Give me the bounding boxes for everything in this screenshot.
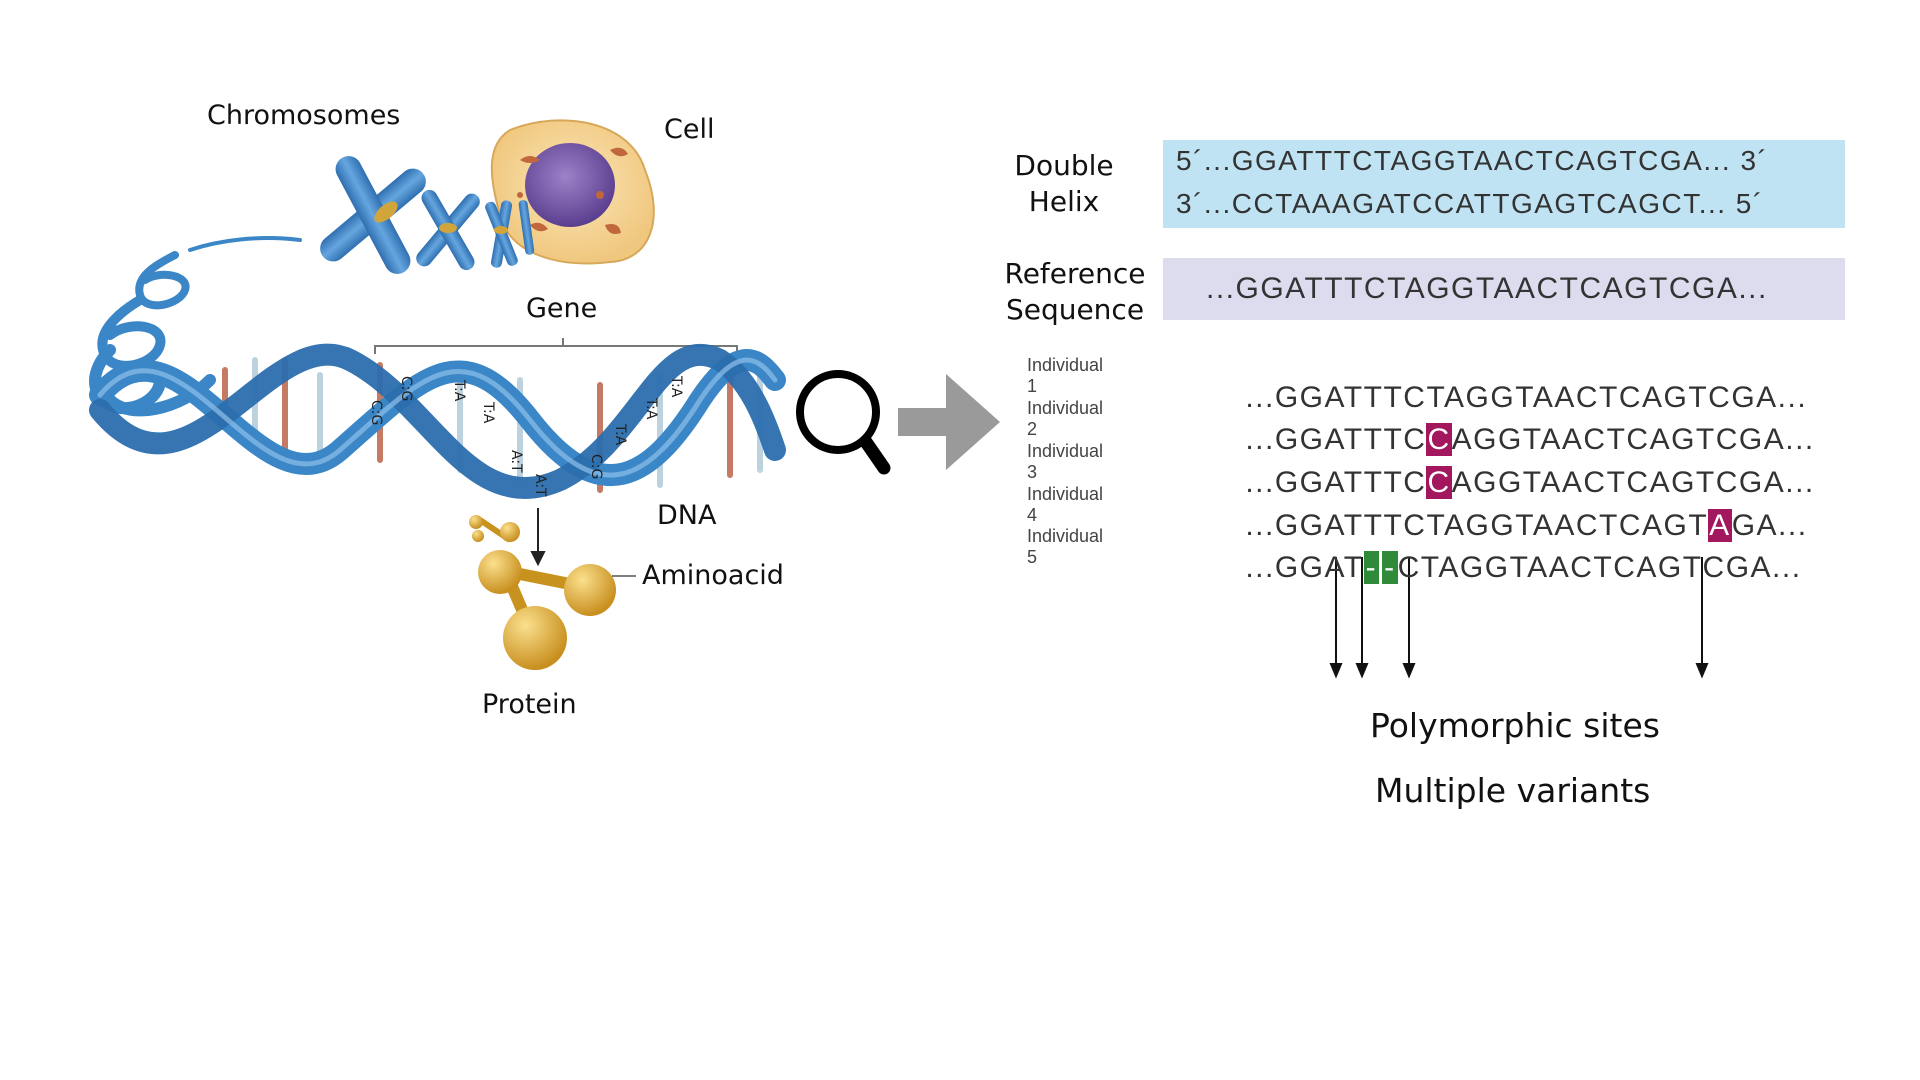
aminoacid-label: Aminoacid <box>642 560 784 591</box>
sequence-segment: ...GGATTTC <box>1245 423 1427 456</box>
sequence-segment: AGGTAACTCAGTCGA... <box>1451 423 1815 456</box>
sequence-segment: ...GGAT <box>1245 551 1364 584</box>
sequence-segment: AGGTAACTCAGTCGA... <box>1451 466 1815 499</box>
reference-sequence: ...GGATTTCTAGGTAACTCAGTCGA... <box>1206 272 1768 305</box>
gene-bracket <box>374 338 738 354</box>
site-arrowhead <box>1329 663 1343 679</box>
site-arrowhead <box>1355 663 1369 679</box>
individual-label: Individual 5 <box>1027 526 1104 567</box>
reference-label-line1: Reference <box>1004 257 1146 290</box>
protein-label: Protein <box>482 689 577 720</box>
sequence-segment: ...GGATTTCTAGGTAACTCAGTCGA... <box>1245 381 1808 414</box>
base-pair-label: A:T <box>532 474 548 497</box>
sequence-segment: CTAGGTAACTCAGTCGA... <box>1397 551 1802 584</box>
site-arrowhead <box>1402 663 1416 679</box>
sequence-segment: ...GGATTTCTAGGTAACTCAGT <box>1245 509 1709 542</box>
individual-label: Individual 2 <box>1027 398 1104 439</box>
individual-label: Individual 1 <box>1027 355 1104 396</box>
dna-label: DNA <box>657 500 717 531</box>
snp-highlight: A <box>1708 509 1732 542</box>
base-pair-label: A:T <box>508 450 524 473</box>
dna-double-helix: C:G C:G T:A T:A A:T A:T C:G T:A T:A T:A <box>89 343 786 499</box>
individual-sequence: ...GGATTTCTAGGTAACTCAGTAGA... <box>1206 475 1808 577</box>
snp-highlight: C <box>1426 423 1452 456</box>
double-helix-label: Double Helix <box>1010 148 1118 220</box>
double-helix-label-line2: Helix <box>1028 185 1100 218</box>
strand-top-sequence: 5´...GGATTTCTAGGTAACTCAGTCGA... 3´ <box>1176 145 1769 176</box>
magnifier-icon <box>796 370 891 475</box>
cell-illustration <box>490 119 655 265</box>
double-helix-box <box>1163 140 1845 228</box>
deletion-highlight: - <box>1382 551 1398 584</box>
cell-label: Cell <box>664 114 715 145</box>
strand-bottom-sequence: 3´...CCTAAAGATCCATTGAGTCAGCT... 5´ <box>1176 188 1764 219</box>
reference-label-line2: Sequence <box>1005 293 1145 326</box>
sequence-segment: GA... <box>1731 509 1808 542</box>
snp-highlight: C <box>1426 466 1452 499</box>
individual-label: Individual 4 <box>1027 484 1104 525</box>
protein-molecule <box>469 515 636 670</box>
individual-sequence: ...GGATTTCTAGGTAACTCAGTCGA... <box>1206 347 1807 449</box>
individual-sequence: ...GGATTTCCAGGTAACTCAGTCGA... <box>1206 389 1815 491</box>
double-helix-label-line1: Double <box>1014 149 1114 182</box>
base-pair-label: C:G <box>588 454 604 479</box>
base-pair-label: C:G <box>368 400 384 425</box>
base-pair-label: T:A <box>612 423 628 446</box>
site-arrowhead <box>1695 663 1709 679</box>
dna-to-protein-arrow <box>530 508 546 567</box>
base-pair-label: T:A <box>643 397 659 420</box>
base-pair-label: T:A <box>668 375 684 398</box>
individual-sequence: ...GGAT--CTAGGTAACTCAGTCGA... <box>1206 517 1802 619</box>
polymorphic-site-arrows <box>1329 557 1709 679</box>
gene-label: Gene <box>526 293 598 324</box>
base-pair-label: C:G <box>398 376 414 401</box>
multiple-variants-caption: Multiple variants <box>1375 771 1651 810</box>
individual-sequence: ...GGATTTCCAGGTAACTCAGTCGA... <box>1206 432 1815 534</box>
individual-label: Individual 3 <box>1027 441 1104 482</box>
deletion-highlight: - <box>1363 551 1380 584</box>
sequence-segment: ...GGATTTC <box>1245 466 1427 499</box>
chromosomes-illustration <box>320 156 535 274</box>
reference-label: Reference Sequence <box>1000 256 1150 328</box>
right-arrow-icon <box>898 374 1000 470</box>
reference-box <box>1163 258 1845 320</box>
base-pair-label: T:A <box>451 379 467 402</box>
base-pair-label: T:A <box>480 401 496 424</box>
nucleus-shape <box>525 143 615 227</box>
polymorphic-sites-caption: Polymorphic sites <box>1370 706 1660 745</box>
chromosomes-label: Chromosomes <box>207 100 401 131</box>
